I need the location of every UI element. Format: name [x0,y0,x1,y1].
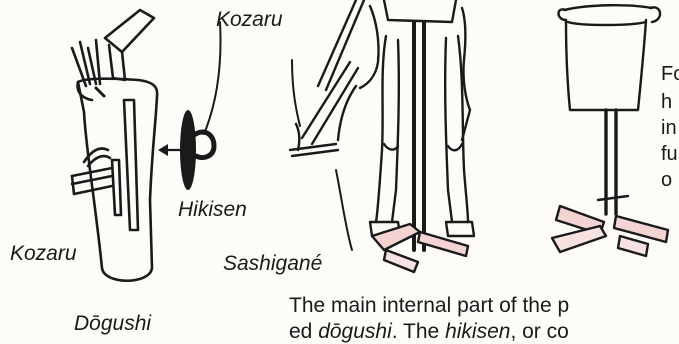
caption-line-2: ed dōgushi. The hikisen, or co [289,320,569,344]
puppet-frame-figure [290,0,474,272]
side-text-line-4: fu [661,140,678,168]
caption-term-dogushi: dōgushi [318,320,392,343]
label-kozaru-top: Kozaru [216,8,283,32]
label-dogushi: Dōgushi [74,312,151,336]
side-text-line-2: h [661,88,672,116]
label-hikisen: Hikisen [178,198,247,222]
side-text-line-5: o [661,166,672,194]
side-text-line-3: in [661,114,677,142]
label-sashigane: Sashigané [223,252,322,276]
side-text-line-1: Fo [661,60,679,88]
costume-stand-figure [552,5,668,256]
label-kozaru-left: Kozaru [10,242,77,266]
caption-term-hikisen: hikisen [445,320,510,343]
caption-line-1: The main internal part of the p [289,294,569,318]
hikisen-lever [158,22,220,190]
dogushi-figure [72,10,157,281]
